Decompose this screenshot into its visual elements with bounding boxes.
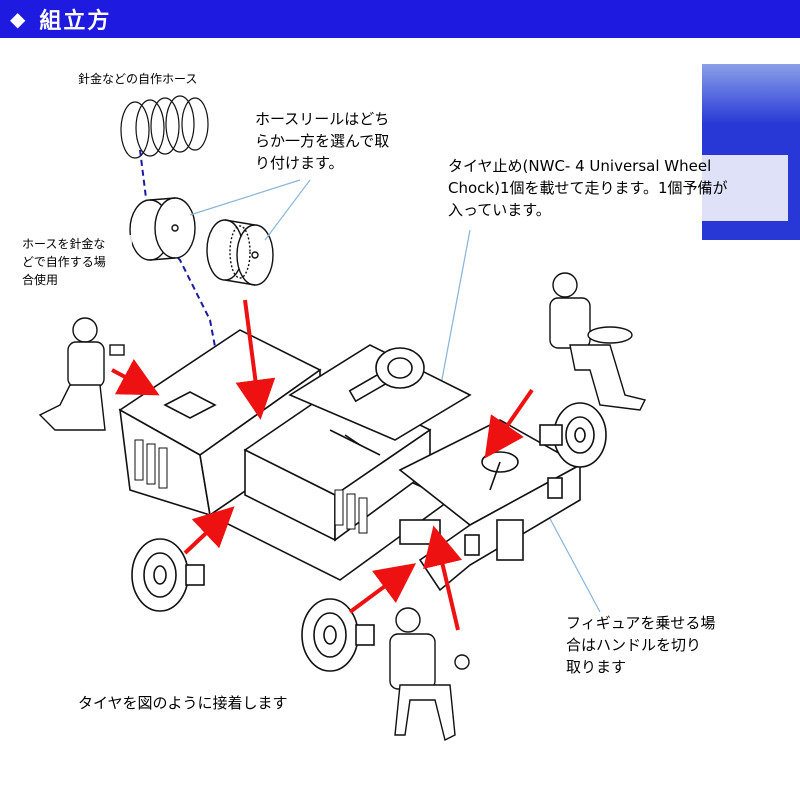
label-hose-reel: ホースリールはどち らか一方を選んで取 り付けます。 <box>255 108 435 174</box>
label-hose-wire-use: ホースを針金な どで自作する場 合使用 <box>22 235 132 289</box>
wheel-front-left <box>301 598 375 672</box>
leader-lines <box>189 179 601 613</box>
coiled-hose-icon <box>120 95 209 159</box>
assembly-arrows <box>111 299 534 631</box>
small-hose-reel <box>129 197 196 261</box>
label-wheel-chock: タイヤ止め(NWC- 4 Universal Wheel Chock)1個を載せ… <box>448 155 788 221</box>
large-hose-reel <box>206 219 274 286</box>
seated-figure-bottom <box>389 607 470 742</box>
label-wire-hose: 針金などの自作ホース <box>78 70 198 88</box>
vehicle-body <box>118 329 582 592</box>
page-title: 組立方 <box>39 9 112 34</box>
diamond-icon: ◆ <box>10 7 26 31</box>
wheel-rear-left <box>131 538 205 612</box>
header-bar: ◆ 組立方 <box>0 0 800 38</box>
kneeling-figure <box>38 317 125 431</box>
wheel-front-right <box>539 402 607 468</box>
label-figure-handle: フィギュアを乗せる場 合はハンドルを切り 取ります <box>566 612 746 678</box>
wheel-rear-right <box>375 347 425 389</box>
label-tire-glue: タイヤを図のように接着します <box>78 692 288 714</box>
seated-figure-top <box>549 272 647 411</box>
